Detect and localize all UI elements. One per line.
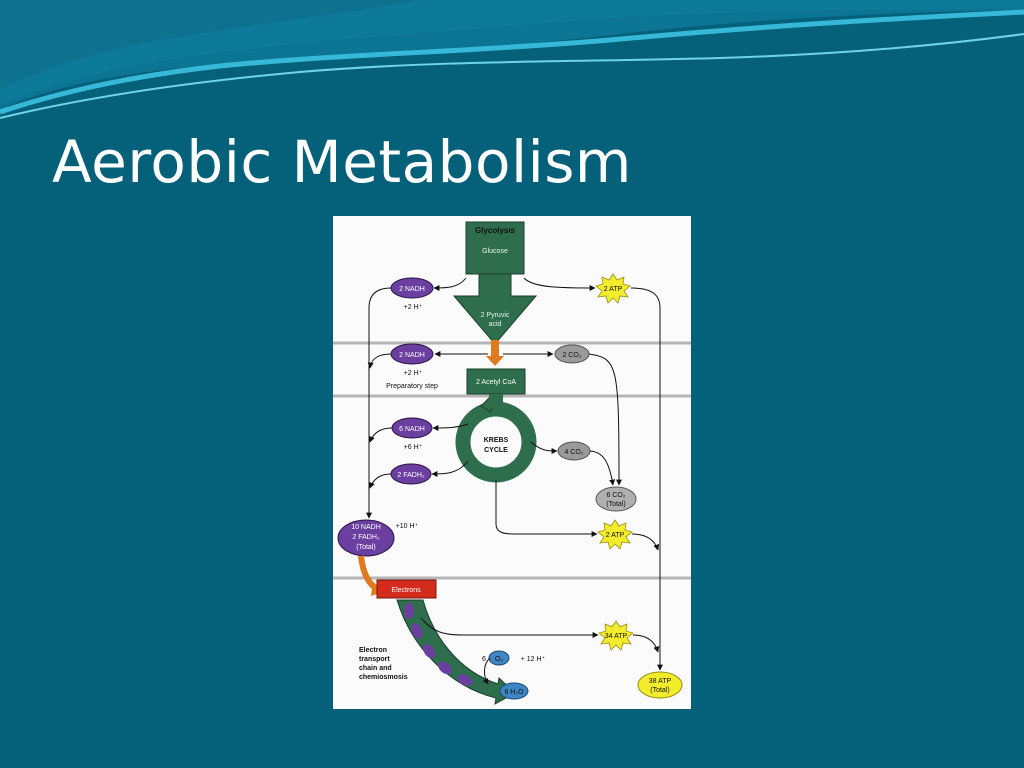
prep-nadh-to-collector [367,353,392,369]
nadh-collector-line [366,287,392,519]
acetyl-coa-box [466,368,526,395]
carriers-hplus: +10 H⁺ [396,523,419,530]
krebs-nadh-label: 6 NADH [399,426,425,433]
krebs-fadh-label: 2 FADH₂ [397,472,425,479]
glycolysis-to-nadh-arrow [433,277,467,291]
co2-total-label-2: (Total) [606,501,625,508]
water-label: 6 H₂O [504,689,524,696]
atp-collector-line [630,287,663,671]
prep-hplus: +2 H⁺ [404,370,423,377]
krebs-hplus: +6 H⁺ [404,444,423,451]
krebs-label-1: KREBS [484,437,509,444]
prep-co2-ellipse [554,344,590,364]
etc-label-1: Electron [359,647,387,654]
pyruvate-orange-arrow [486,340,504,366]
atp-total-label-2: (Total) [650,687,669,694]
krebs-to-atp-arrow [495,480,598,537]
krebs-atp-star [597,519,633,550]
carriers-line-2: 2 FADH₂ [352,534,380,541]
atp-total-ellipse [637,671,683,699]
water-ellipse [499,682,529,700]
glycolysis-arrow [452,221,538,345]
pyruvic-label-2: acid [489,321,502,328]
header-wave-decoration [0,0,1024,119]
glycolysis-hplus: +2 H⁺ [404,304,423,311]
carriers-line-1: 10 NADH [351,524,381,531]
krebs-to-nadh-arrow [432,423,469,431]
glycolysis-to-atp-arrow [523,277,596,291]
glycolysis-atp-label: 2 ATP [604,286,623,293]
carriers-total-ellipse [337,519,395,557]
etc-atp-star [598,620,634,651]
glycolysis-nadh-label: 2 NADH [399,286,425,293]
glycolysis-title: Glycolysis [475,226,516,235]
atp-total-label-1: 38 ATP [649,678,672,685]
o2-coefficient: 6 [482,656,486,663]
glycolysis-atp-star [595,273,631,304]
krebs-cycle-ring [455,392,537,483]
krebs-to-fadh-arrow [431,460,469,477]
co2-total-label-1: 6 CO₂ [606,492,625,499]
etc-atp-to-collector [632,634,660,653]
o2-to-water-arrow [482,657,491,685]
electrons-box [376,579,437,599]
prep-step-label: Preparatory step [386,383,438,390]
electrons-label: Electrons [391,587,421,594]
etc-label-4: chemiosmosis [359,674,408,681]
krebs-atp-label: 2 ATP [606,532,625,539]
krebs-co2-label: 4 CO₂ [564,449,583,456]
o2-label: O₂ [495,656,503,663]
etc-label-3: chain and [359,665,392,672]
krebs-co2-to-total-arrow [589,450,616,486]
aerobic-metabolism-diagram: Glycolysis Glucose 2 Pyruvic acid 2 NADH… [333,216,691,709]
o2-ellipse [488,650,510,666]
prep-nadh-label: 2 NADH [399,352,425,359]
etc-atp-label: 34 ATP [605,633,628,640]
krebs-to-co2-arrow [530,441,558,454]
prep-co2-label: 2 CO₂ [562,352,581,359]
fadh-to-collector [369,473,392,489]
co2-total-ellipse [595,486,637,512]
stage-separators [333,341,691,580]
etc-to-atp-arrow [420,617,599,638]
pyruvic-label-1: 2 Pyruvic [481,312,510,319]
etc-hplus: + 12 H⁺ [521,656,546,663]
prep-co2-to-total-arrow [588,353,622,486]
krebs-nadh-to-collector [369,427,393,443]
slide-title: Aerobic Metabolism [52,128,632,196]
carriers-line-3: (Total) [356,544,375,551]
krebs-atp-to-collector [631,533,660,551]
krebs-label-2: CYCLE [484,447,508,454]
acetyl-coa-label: 2 Acetyl CoA [476,379,516,386]
etc-label-2: transport [359,656,390,663]
glucose-label: Glucose [482,248,508,255]
